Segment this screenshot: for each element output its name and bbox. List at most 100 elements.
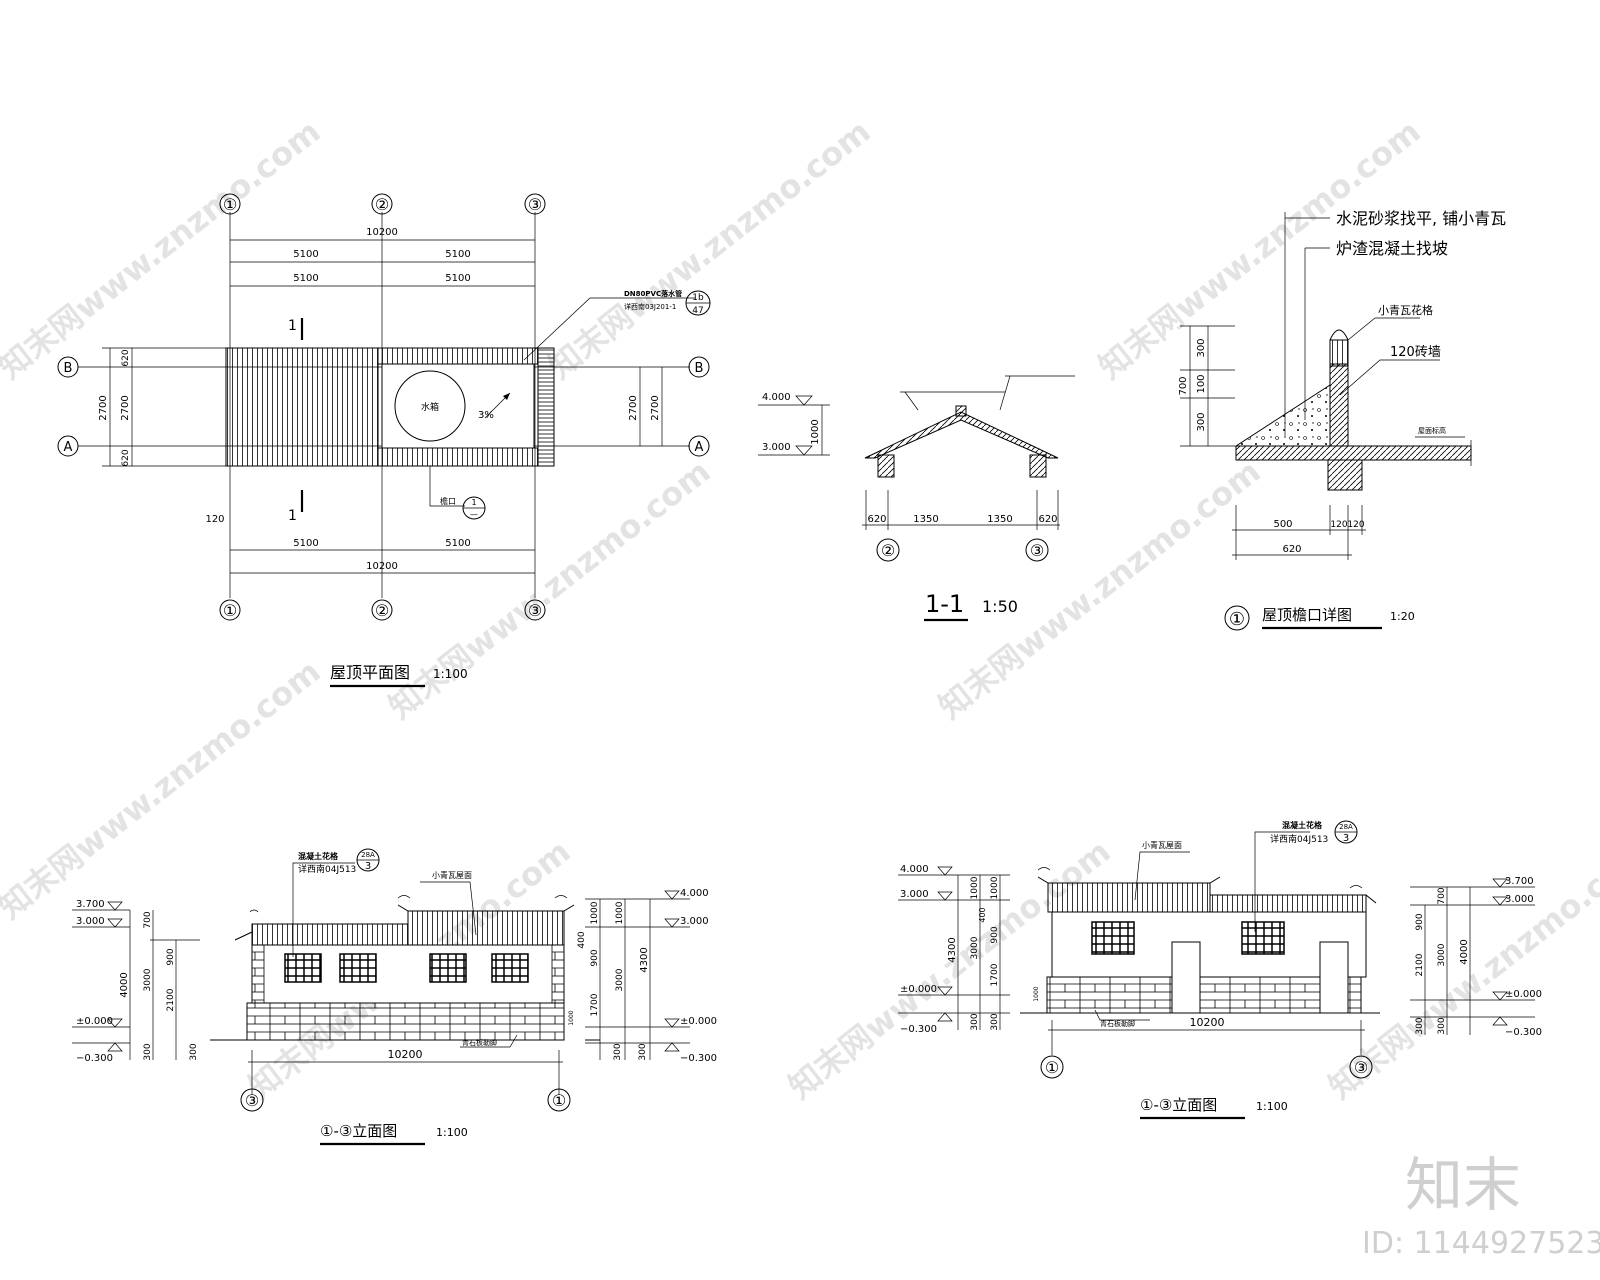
note: 详西南04J513 (298, 863, 356, 875)
dimension: 300 (990, 1013, 1000, 1030)
drawing-scale: 1:20 (1390, 610, 1415, 623)
level-label: 3.000 (900, 889, 929, 900)
dimension: 500 (1273, 519, 1292, 530)
dimension: 700 (143, 911, 153, 928)
dimension: 3000 (143, 968, 153, 991)
ref-circle-top: 28A (361, 851, 375, 859)
note: 青石板勒脚 (462, 1038, 497, 1047)
ref-circle-top: 1b (692, 293, 704, 303)
axis-label: ① (552, 1091, 566, 1110)
level-label: 3.000 (762, 442, 791, 453)
drawing-title: 屋顶平面图 (330, 663, 410, 682)
dimension: 620 (121, 449, 131, 466)
level-label: 4.000 (680, 888, 709, 899)
dimension: 2700 (120, 395, 131, 420)
tank-label: 水箱 (421, 401, 439, 413)
dimension: 3000 (970, 936, 980, 959)
dimension: 300 (970, 1013, 980, 1030)
note: 120砖墙 (1390, 345, 1441, 360)
level-label: −0.300 (1505, 1027, 1542, 1038)
dimension: 10200 (366, 227, 398, 238)
dimension: 5100 (445, 273, 470, 284)
dimension: 5100 (293, 273, 318, 284)
level-label: 3.700 (1505, 876, 1534, 887)
dimension: 1000 (615, 901, 625, 924)
elevation-left: 3.700 3.000 ±0.000 −0.300 4000 700 3000 … (72, 848, 717, 1146)
brand-logo: 知末 (1405, 1151, 1521, 1219)
roof-plan: ① ② ③ ① ② ③ B A B A 10200 5100 5100 5100… (57, 193, 711, 688)
watermark: 知末网www.znzmo.com (0, 112, 327, 386)
drawing-scale: 1:100 (436, 1126, 468, 1139)
dimension: 700 (1437, 887, 1447, 904)
dimension: 620 (121, 349, 131, 366)
dimension: 120 (1347, 520, 1364, 530)
drawing-scale: 1:50 (982, 597, 1018, 616)
ref-circle-bottom: 3 (1343, 833, 1349, 844)
dimension: 1000 (590, 901, 600, 924)
note: 详西南04J513 (1270, 833, 1328, 845)
dimension: 4300 (947, 937, 958, 962)
section-1-1: 4.000 3.000 1000 620 1350 1350 620 ② ③ 1… (758, 375, 1075, 622)
dimension: 2100 (1415, 953, 1425, 976)
dimension: 2700 (628, 395, 639, 420)
axis-label: ③ (528, 195, 542, 214)
note: 小青瓦屋面 (432, 870, 472, 880)
dimension: 400 (978, 907, 987, 922)
drawing-scale: 1:100 (433, 667, 468, 681)
axis-label: ② (881, 541, 895, 560)
drain-note: DN80PVC落水管 (624, 289, 682, 298)
dimension: 1700 (990, 963, 1000, 986)
dimension: 620 (1038, 514, 1057, 525)
level-label: ±0.000 (76, 1016, 113, 1027)
dimension: 5100 (293, 538, 318, 549)
level-label: 3.000 (76, 916, 105, 927)
note: 混凝土花格 (298, 851, 339, 861)
dimension: 120 (205, 514, 224, 525)
dimension: 300 (613, 1043, 623, 1060)
dimension: 700 (1178, 376, 1189, 395)
ref-circle-top: 28A (1339, 823, 1353, 831)
watermark: 知末网www.znzmo.com (382, 452, 718, 726)
level-label: 4.000 (762, 392, 791, 403)
axis-label: ① (1045, 1058, 1059, 1077)
drain-ref: 详西南03J201-1 (624, 302, 676, 311)
axis-label: A (695, 440, 704, 455)
dimension: 620 (1282, 544, 1301, 555)
dimension: 100 (1196, 374, 1207, 393)
dimension: 900 (1415, 913, 1425, 930)
level-label: ±0.000 (900, 984, 937, 995)
dimension: 4300 (639, 947, 650, 972)
drawing-title: ①-③立面图 (320, 1122, 397, 1140)
watermark: 知末网www.znzmo.com (542, 112, 878, 386)
axis-label: ① (223, 601, 237, 620)
axis-label: ② (375, 195, 389, 214)
dimension: 300 (1196, 338, 1207, 357)
level-label: 4.000 (900, 864, 929, 875)
dimension: 4000 (119, 972, 130, 997)
note: 小青瓦屋面 (1142, 840, 1182, 850)
level-label: 3.000 (680, 916, 709, 927)
dimension: 900 (166, 948, 176, 965)
dimension: 2700 (98, 395, 109, 420)
dimension: 1350 (913, 514, 938, 525)
drawing-title: ①-③立面图 (1140, 1096, 1217, 1114)
image-id: ID: 1144927523 (1362, 1226, 1600, 1261)
level-label: −0.300 (680, 1053, 717, 1064)
dimension: 4000 (1459, 939, 1470, 964)
slope-label: 3% (478, 410, 494, 421)
level-label: −0.300 (900, 1024, 937, 1035)
ref-circle-top: 1 (471, 498, 476, 507)
drawing-scale: 1:100 (1256, 1100, 1288, 1113)
dimension: 620 (867, 514, 886, 525)
dimension: 5100 (293, 249, 318, 260)
axis-label: ① (223, 195, 237, 214)
dimension: 10200 (388, 1048, 423, 1061)
dimension: 300 (1415, 1017, 1425, 1034)
ref-circle-bottom: 47 (692, 306, 703, 316)
dimension: 300 (143, 1043, 153, 1060)
level-label: −0.300 (76, 1053, 113, 1064)
level-label: ±0.000 (1505, 989, 1542, 1000)
note: 水泥砂浆找平, 铺小青瓦 (1336, 209, 1506, 228)
dimension: 2100 (166, 988, 176, 1011)
note: 炉渣混凝土找坡 (1336, 239, 1448, 258)
